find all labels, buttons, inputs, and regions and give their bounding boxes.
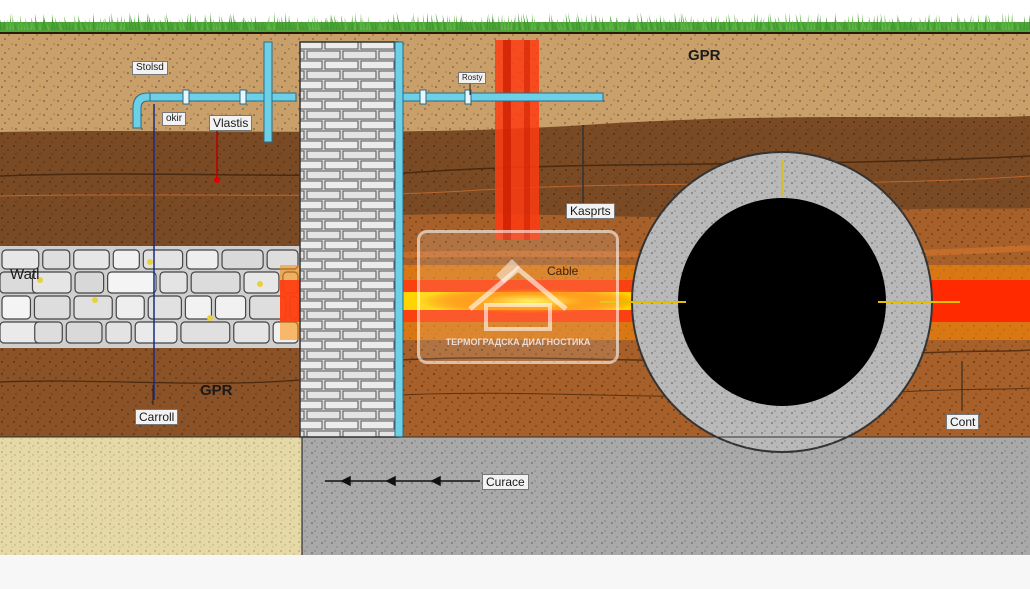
brick-column — [299, 41, 399, 438]
label-gpr-top: GPR — [688, 47, 721, 64]
sand-layer — [0, 437, 302, 555]
label-vlastis: Vlastis — [209, 115, 253, 131]
watermark-text: ТЕРМОГРАДСКА ДИАГНОСТИКА — [445, 337, 591, 347]
label-cont: Cont — [946, 414, 980, 430]
label-gpr-bottom: GPR — [200, 382, 233, 399]
label-pointers — [152, 82, 963, 410]
label-carroll: Carroll — [135, 409, 179, 425]
watermark: ТЕРМОГРАДСКА ДИАГНОСТИКА — [417, 230, 619, 364]
lower-left-soil — [0, 345, 301, 437]
heat-plume-vertical — [495, 40, 539, 240]
house-logo-icon — [468, 259, 568, 331]
flow-arrow — [325, 475, 480, 487]
concrete-pipe — [600, 151, 960, 453]
label-small-tag: Rosty — [458, 72, 487, 84]
probe-lines — [153, 104, 584, 400]
label-top-left: Stolsd — [132, 61, 168, 75]
label-okir: okir — [162, 112, 187, 126]
grass-layer — [0, 12, 1030, 34]
label-kasprts: Kasprts — [566, 203, 615, 219]
label-cable: Cable — [547, 264, 579, 278]
footer-band — [0, 555, 1030, 589]
label-wall: Watl — [10, 266, 40, 283]
gravel-layer — [302, 437, 1030, 555]
label-curace: Curace — [482, 474, 529, 490]
stone-wall — [0, 246, 300, 348]
